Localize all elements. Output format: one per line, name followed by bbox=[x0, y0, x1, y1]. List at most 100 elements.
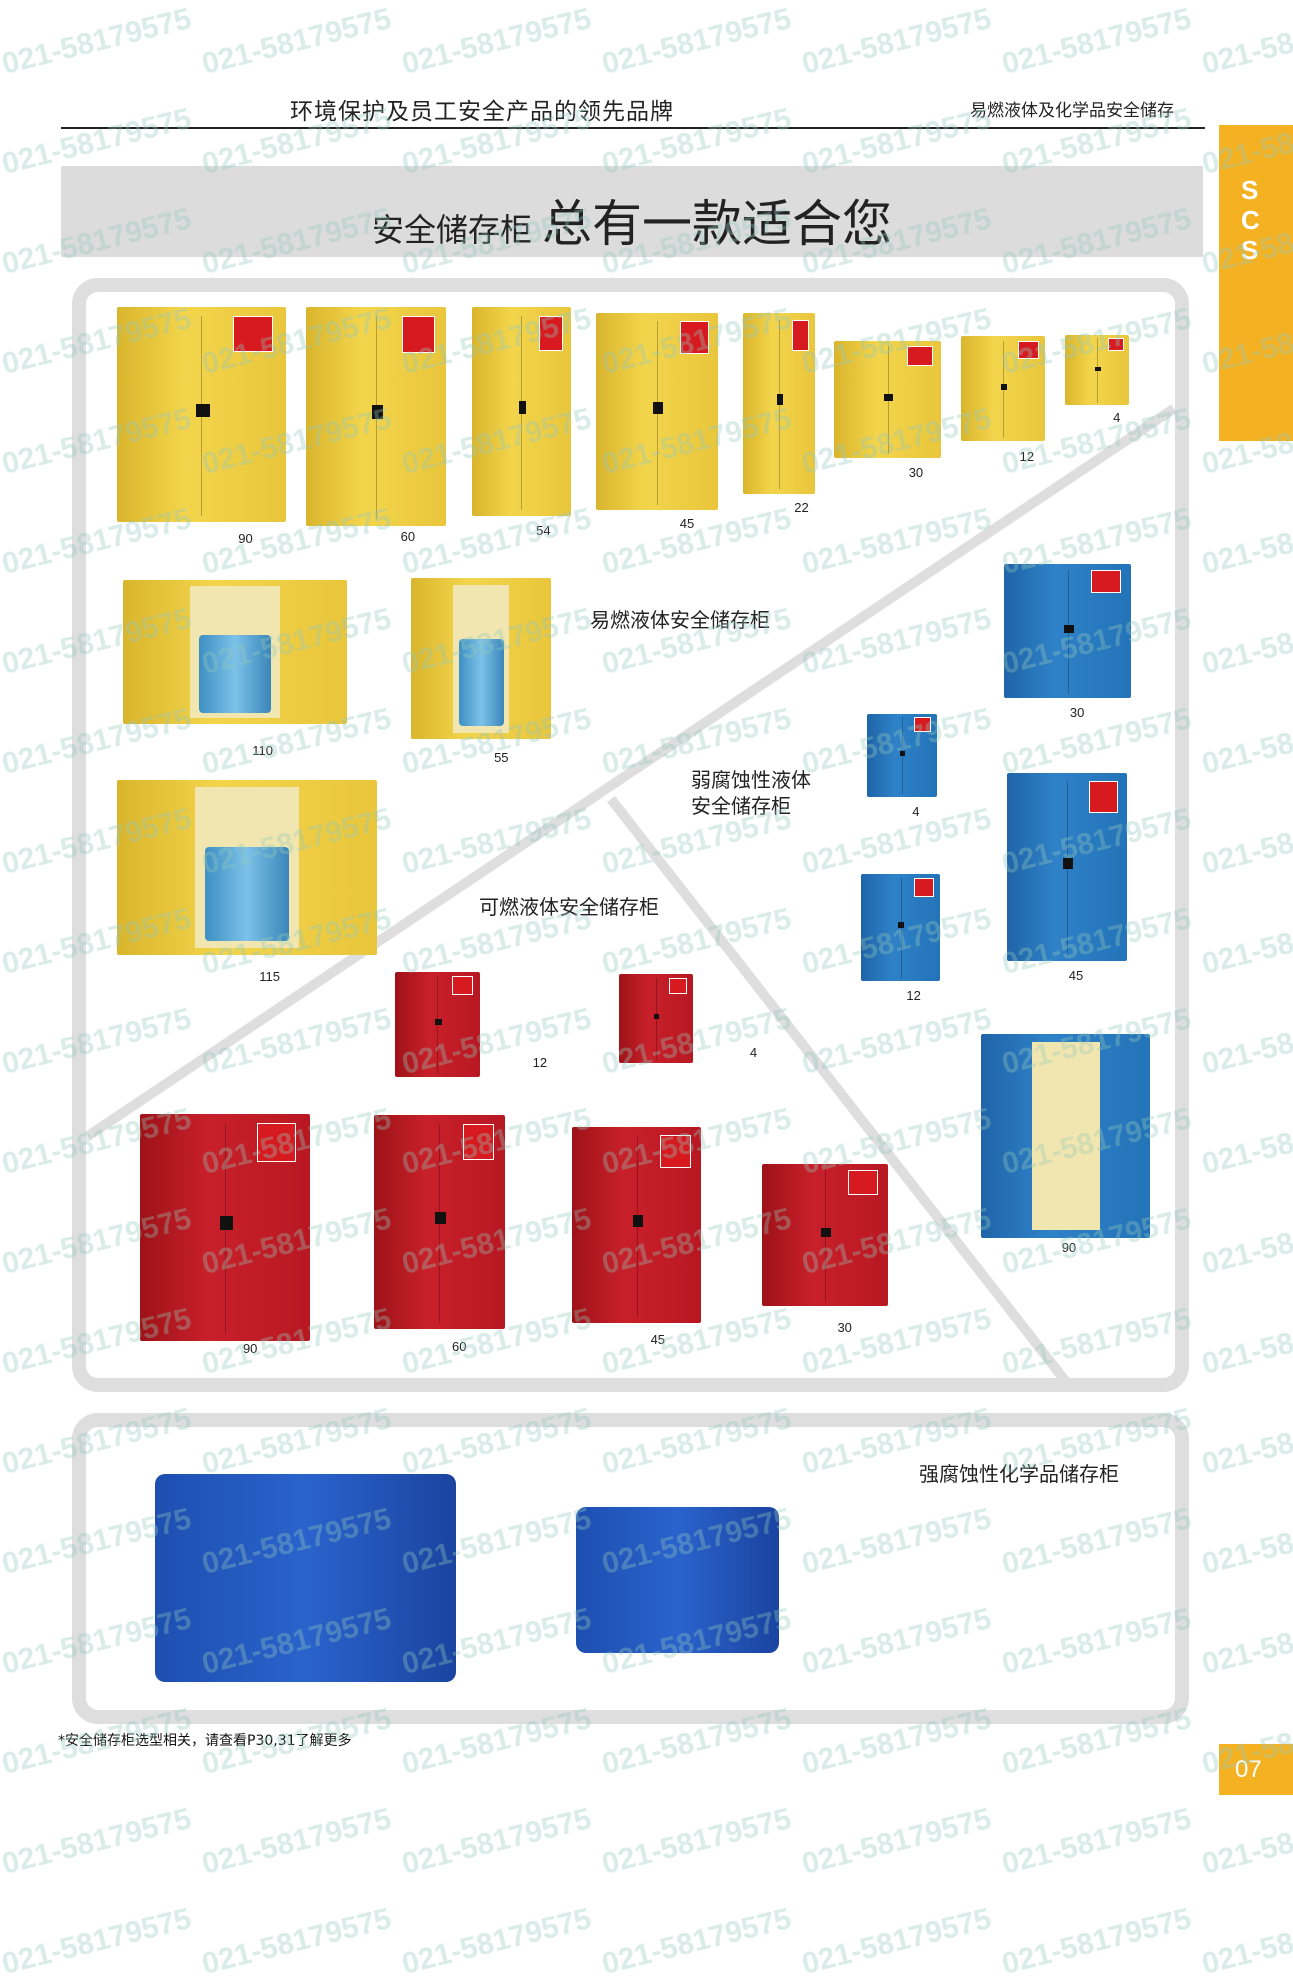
capacity-label: 54 bbox=[536, 523, 551, 539]
warning-label bbox=[1018, 340, 1039, 360]
capacity-label: 60 bbox=[400, 529, 416, 545]
capacity-label: 30 bbox=[837, 1319, 852, 1335]
yellow-safety-cabinet bbox=[1065, 335, 1130, 406]
yellow-safety-cabinet bbox=[411, 578, 552, 740]
warning-label bbox=[668, 977, 687, 994]
capacity-label: 12 bbox=[906, 988, 921, 1004]
warning-label bbox=[463, 1123, 495, 1161]
yellow-safety-cabinet bbox=[833, 341, 942, 458]
poly-corrosive-cabinet bbox=[575, 1506, 780, 1653]
yellow-safety-cabinet bbox=[742, 313, 816, 495]
capacity-label: 12 bbox=[532, 1054, 548, 1070]
tab-letter: S bbox=[1241, 235, 1259, 265]
lock-handle bbox=[434, 1019, 442, 1026]
blue-safety-cabinet bbox=[860, 873, 941, 982]
blue-safety-cabinet bbox=[866, 713, 937, 797]
lock-handle bbox=[898, 922, 905, 929]
capacity-label: 4 bbox=[749, 1045, 758, 1061]
yellow-safety-cabinet bbox=[961, 336, 1046, 442]
warning-label bbox=[791, 320, 810, 352]
category-line: 弱腐蚀性液体 bbox=[691, 768, 811, 792]
poly-corrosive-cabinet bbox=[155, 1474, 456, 1682]
capacity-label: 22 bbox=[794, 499, 809, 515]
red-safety-cabinet bbox=[761, 1164, 888, 1306]
blue-safety-cabinet bbox=[1006, 773, 1128, 962]
capacity-label: 90 bbox=[238, 531, 253, 547]
lock-handle bbox=[1000, 383, 1008, 390]
capacity-label: 55 bbox=[494, 749, 509, 765]
warning-label bbox=[847, 1170, 878, 1195]
blue-safety-cabinet bbox=[1004, 564, 1131, 699]
warning-label bbox=[907, 345, 933, 367]
yellow-safety-cabinet bbox=[306, 307, 447, 526]
yellow-safety-cabinet bbox=[116, 307, 287, 523]
lock-handle bbox=[196, 403, 210, 417]
warning-label bbox=[914, 877, 934, 898]
yellow-safety-cabinet bbox=[471, 307, 572, 517]
lock-handle bbox=[1063, 857, 1073, 870]
capacity-label: 4 bbox=[1113, 409, 1121, 425]
footnote: *安全储存柜选型相关，请查看P30,31了解更多 bbox=[58, 1733, 352, 1749]
banner-title: 安全储存柜总有一款适合您 bbox=[61, 184, 1203, 256]
yellow-safety-cabinet bbox=[116, 780, 378, 956]
warning-label bbox=[913, 716, 932, 733]
title-banner: 安全储存柜总有一款适合您 bbox=[61, 166, 1203, 257]
capacity-label: 110 bbox=[252, 742, 274, 758]
lock-handle bbox=[653, 1014, 660, 1020]
lock-handle bbox=[884, 393, 894, 401]
red-safety-cabinet bbox=[373, 1115, 505, 1330]
warning-label bbox=[539, 315, 564, 351]
watermark: 021-58179575 bbox=[398, 1902, 595, 1981]
drum bbox=[205, 846, 289, 942]
product-layer: 易燃液体安全储存柜 弱腐蚀性液体安全储存柜 可燃液体安全储存柜 强腐蚀性化学品储… bbox=[84, 307, 1177, 1682]
category-label-flammable: 易燃液体安全储存柜 bbox=[590, 608, 770, 632]
drum bbox=[198, 635, 271, 713]
category-line: 安全储存柜 bbox=[691, 794, 791, 818]
header-divider bbox=[61, 127, 1205, 129]
capacity-label: 30 bbox=[1069, 705, 1085, 721]
capacity-label: 45 bbox=[650, 1331, 666, 1347]
tab-letter: S bbox=[1241, 175, 1259, 205]
banner-prefix: 安全储存柜 bbox=[371, 211, 532, 249]
capacity-label: 90 bbox=[1061, 1240, 1077, 1256]
watermark: 021-58179575 bbox=[598, 1902, 795, 1981]
yellow-safety-cabinet bbox=[595, 313, 719, 511]
warning-label bbox=[452, 975, 474, 995]
drum bbox=[458, 639, 504, 727]
category-label-strong-corrosive: 强腐蚀性化学品储存柜 bbox=[919, 1462, 1119, 1486]
capacity-label: 45 bbox=[679, 516, 695, 532]
lock-handle bbox=[776, 394, 783, 406]
warning-label bbox=[256, 1123, 296, 1162]
red-safety-cabinet bbox=[394, 971, 481, 1077]
warning-label bbox=[1090, 569, 1121, 593]
capacity-label: 115 bbox=[259, 969, 281, 985]
header-right-title: 易燃液体及化学品安全储存 bbox=[970, 101, 1174, 121]
red-safety-cabinet bbox=[619, 974, 693, 1063]
capacity-label: 4 bbox=[912, 803, 920, 819]
yellow-safety-cabinet bbox=[122, 580, 347, 725]
red-safety-cabinet bbox=[140, 1114, 310, 1341]
lock-handle bbox=[371, 405, 384, 419]
header-left-title: 环境保护及员工安全产品的领先品牌 bbox=[290, 99, 674, 125]
capacity-label: 90 bbox=[242, 1340, 258, 1356]
lock-handle bbox=[518, 401, 527, 414]
lock-handle bbox=[632, 1215, 643, 1228]
warning-label bbox=[660, 1134, 691, 1169]
tab-letter: C bbox=[1241, 205, 1260, 235]
watermark: 021-58179575 bbox=[998, 1902, 1195, 1981]
warning-label bbox=[402, 315, 435, 353]
watermark: 021-58179575 bbox=[798, 1902, 995, 1981]
page-number: 07 bbox=[1219, 1744, 1293, 1795]
capacity-label: 30 bbox=[908, 464, 924, 480]
category-label-combustible: 可燃液体安全储存柜 bbox=[479, 895, 659, 919]
lock-handle bbox=[435, 1211, 446, 1225]
watermark: 021-58179575 bbox=[198, 1902, 395, 1981]
capacity-label: 12 bbox=[1019, 448, 1035, 464]
red-safety-cabinet bbox=[572, 1127, 701, 1324]
lock-handle bbox=[653, 401, 664, 414]
blue-safety-cabinet bbox=[981, 1033, 1151, 1239]
cabinet-interior bbox=[1031, 1041, 1100, 1230]
lock-handle bbox=[899, 750, 906, 756]
banner-slogan: 总有一款适合您 bbox=[542, 195, 892, 253]
capacity-label: 60 bbox=[452, 1338, 467, 1354]
